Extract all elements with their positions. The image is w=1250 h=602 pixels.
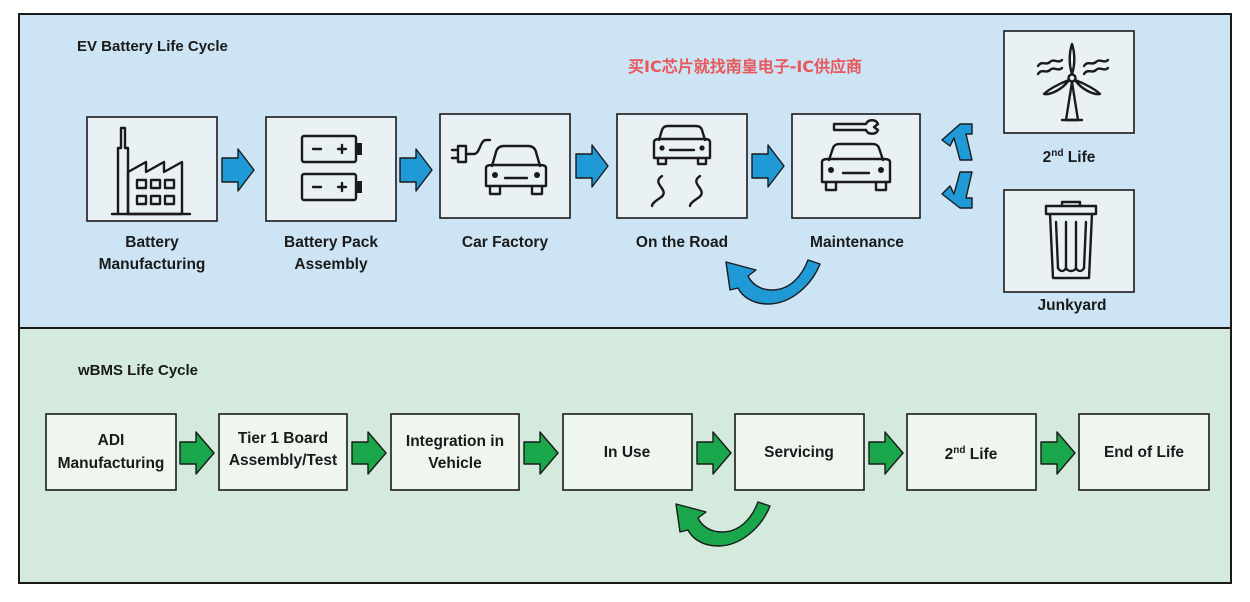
- wbms-step-integration: Integration in Vehicle: [390, 413, 520, 491]
- ev-step-label-3: Car Factory: [462, 234, 549, 251]
- ev-flow-arrow-3: [575, 144, 609, 188]
- ev-step-on-the-road: [616, 113, 748, 219]
- battery-pack-icon: [300, 134, 362, 202]
- ev-step-label-4: On the Road: [636, 234, 728, 251]
- wbms-step-label-2b: Assembly/Test: [229, 452, 337, 469]
- trash-can-icon: [1044, 200, 1098, 280]
- wind-turbine-icon: [1036, 42, 1110, 122]
- ev-arrow-to-junkyard: [941, 171, 973, 209]
- wbms-step-servicing: Servicing: [734, 413, 865, 491]
- ev-arrow-to-second-life: [941, 123, 973, 161]
- wbms-step-label-6: 2nd Life: [945, 445, 998, 463]
- wbms-step-label-7: End of Life: [1104, 444, 1184, 461]
- ev-flow-arrow-1: [221, 148, 255, 192]
- wbms-step-label-1b: Manufacturing: [58, 455, 165, 472]
- ev-return-arrow: [725, 259, 821, 305]
- wbms-return-arrow: [675, 501, 771, 547]
- wbms-step-end-of-life: End of Life: [1078, 413, 1210, 491]
- wbms-flow-arrow-5: [868, 431, 904, 475]
- wbms-section-title: wBMS Life Cycle: [77, 362, 198, 379]
- wbms-step-label-3a: Integration in: [406, 433, 504, 450]
- ev-end-second-life: [1003, 30, 1135, 134]
- ev-second-life-label: 2nd Life: [1043, 148, 1096, 166]
- ev-section-title: EV Battery Life Cycle: [77, 38, 228, 55]
- wbms-step-label-5: Servicing: [764, 444, 834, 461]
- wbms-step-label-1a: ADI: [98, 432, 125, 449]
- ev-step-label-2b: Assembly: [294, 256, 368, 273]
- wbms-step-label-3b: Vehicle: [428, 455, 482, 472]
- wbms-step-in-use: In Use: [562, 413, 693, 491]
- watermark-text: 买IC芯片就找南皇电子-IC供应商: [628, 57, 862, 76]
- wbms-flow-arrow-3: [523, 431, 559, 475]
- car-wrench-icon: [820, 119, 892, 192]
- wbms-step-label-2a: Tier 1 Board: [238, 430, 328, 447]
- ev-step-label-2a: Battery Pack: [284, 234, 378, 251]
- wbms-flow-arrow-1: [179, 431, 215, 475]
- ev-flow-arrow-2: [399, 148, 433, 192]
- ev-step-car-factory: [439, 113, 571, 219]
- ev-flow-arrow-4: [751, 144, 785, 188]
- wbms-step-label-4: In Use: [604, 444, 651, 461]
- ev-plug-car-icon: [450, 138, 548, 196]
- ev-step-label-1b: Manufacturing: [99, 256, 206, 273]
- wbms-step-tier1-board: Tier 1 Board Assembly/Test: [218, 413, 348, 491]
- wbms-step-adi-manufacturing: ADI Manufacturing: [45, 413, 177, 491]
- wbms-flow-arrow-2: [351, 431, 387, 475]
- ev-junkyard-label: Junkyard: [1038, 297, 1107, 314]
- factory-icon: [110, 126, 192, 216]
- ev-step-label-5: Maintenance: [810, 234, 904, 251]
- wbms-flow-arrow-4: [696, 431, 732, 475]
- ev-step-battery-manufacturing: [86, 116, 218, 222]
- car-road-icon: [650, 124, 712, 208]
- wbms-flow-arrow-6: [1040, 431, 1076, 475]
- wbms-step-second-life: 2nd Life: [906, 413, 1037, 491]
- ev-end-junkyard: [1003, 189, 1135, 293]
- ev-step-label-1a: Battery: [125, 234, 179, 251]
- ev-step-maintenance: [791, 113, 921, 219]
- ev-step-battery-pack-assembly: [265, 116, 397, 222]
